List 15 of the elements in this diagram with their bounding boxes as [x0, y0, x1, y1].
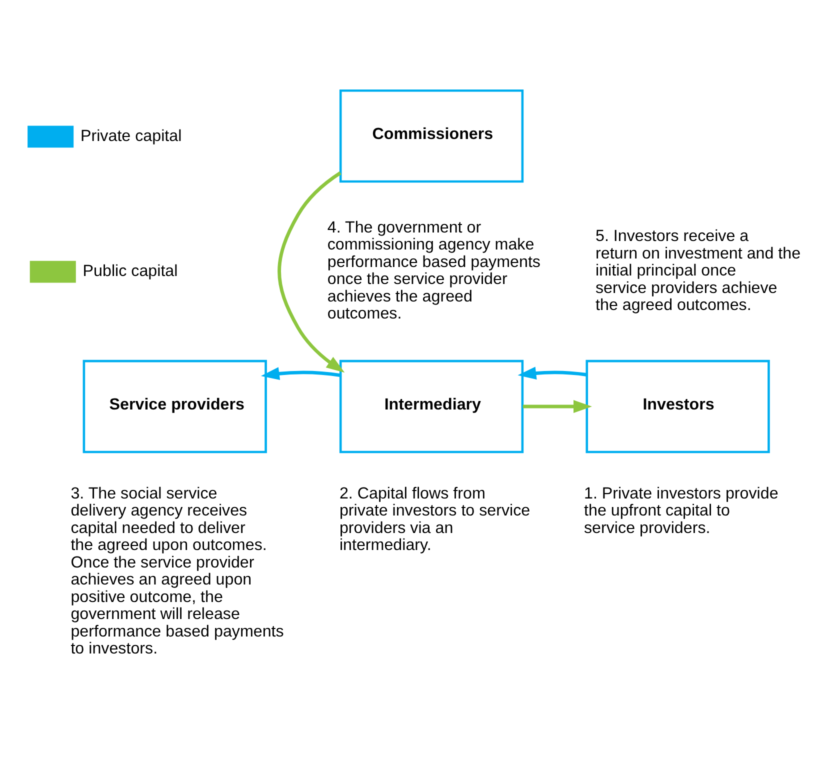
arrow	[518, 366, 587, 380]
label: 5. Investors receive a return on investment and the initial principal once service providers achieve the agreed outcomes.	[596, 227, 801, 314]
arrow	[278, 171, 345, 373]
arrow	[522, 400, 592, 413]
arrow	[260, 367, 341, 380]
legend-label: Public capital	[82, 262, 178, 280]
node-box: Commissioners	[339, 89, 524, 183]
node-box: Service providers	[82, 360, 267, 454]
legend-label: Private capital	[80, 126, 182, 145]
node-box: Investors	[586, 360, 770, 454]
label: 4. The government or commissioning agency make performance based payments once the service provider achieves the agreed outcomes.	[327, 218, 540, 323]
node-label: 1. Private investors provide the upfront capital to service providers.	[584, 484, 778, 537]
node-label: 2. Capital flows from private investors to service providers via an intermediary.	[339, 484, 530, 554]
node-label: 3. The social service delivery agency receives capital needed to deliver the agreed upon outcomes. Once the service provider achieves an agreed upon positive outcome, the government will release performance based payments to investors.	[70, 484, 284, 658]
node-box: Intermediary	[339, 360, 524, 454]
